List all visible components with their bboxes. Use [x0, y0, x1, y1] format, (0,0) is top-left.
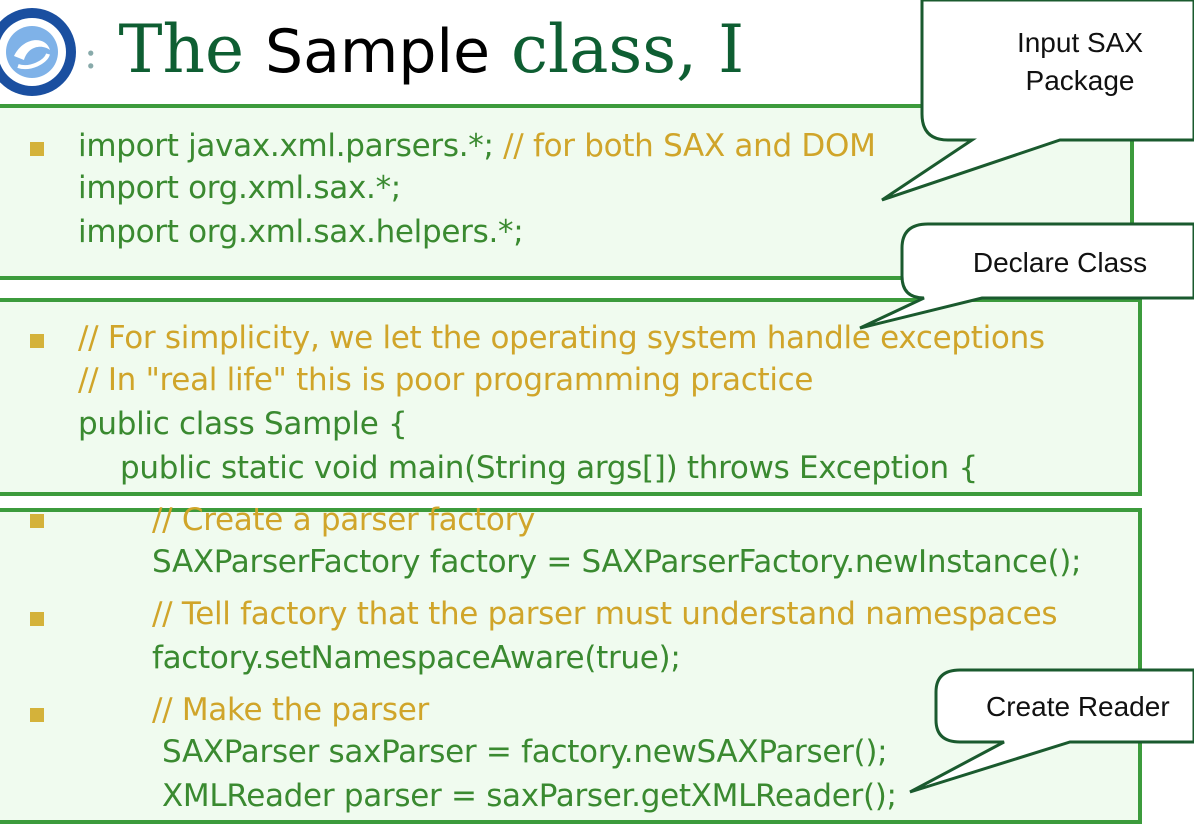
code-comment: // In "real life" this is poor programmi… — [78, 362, 814, 398]
code-statement: factory.setNamespaceAware(true); — [152, 640, 681, 676]
callout-declare-class: Declare Class — [972, 247, 1148, 278]
title-post: class, I — [511, 11, 745, 88]
code-comment: // Make the parser — [152, 692, 429, 728]
code-class-decl: public class Sample { — [78, 406, 408, 442]
bullet — [30, 612, 44, 626]
code-statement: SAXParser saxParser = factory.newSAXPars… — [162, 734, 888, 770]
code-main-decl: public static void main(String args[]) t… — [120, 450, 978, 486]
bullet — [30, 142, 44, 156]
university-logo — [0, 8, 76, 96]
bullet — [30, 708, 44, 722]
slide-title: : The Sample class, I — [84, 11, 745, 88]
bullet — [30, 334, 44, 348]
callout-declare-class-shape — [859, 222, 1194, 330]
callout-input-sax-shape — [881, 0, 1194, 202]
bullet — [30, 514, 44, 528]
code-block-class — [0, 298, 1142, 496]
callout-create-reader-shape — [909, 668, 1194, 794]
title-mid: Sample — [265, 17, 491, 87]
code-import-parsers: import javax.xml.parsers.*; — [78, 128, 494, 164]
code-statement: SAXParserFactory factory = SAXParserFact… — [152, 544, 1082, 580]
callout-create-reader: Create Reader — [986, 691, 1170, 722]
code-statement: XMLReader parser = saxParser.getXMLReade… — [162, 778, 897, 814]
code-comment: // Tell factory that the parser must und… — [152, 596, 1058, 632]
title-pre: The — [118, 11, 245, 88]
code-import-sax: import org.xml.sax.*; — [78, 170, 401, 206]
code-comment: // for both SAX and DOM — [493, 128, 876, 164]
callout-input-sax-line1: Input SAX — [1016, 27, 1144, 58]
code-import-helpers: import org.xml.sax.helpers.*; — [78, 214, 524, 250]
code-comment: // Create a parser factory — [152, 502, 536, 538]
callout-input-sax: Input SAX Package — [990, 24, 1170, 100]
code-line: import javax.xml.parsers.*; // for both … — [78, 126, 876, 166]
code-comment: // For simplicity, we let the operating … — [78, 320, 1045, 356]
callout-input-sax-line2: Package — [1025, 65, 1135, 96]
